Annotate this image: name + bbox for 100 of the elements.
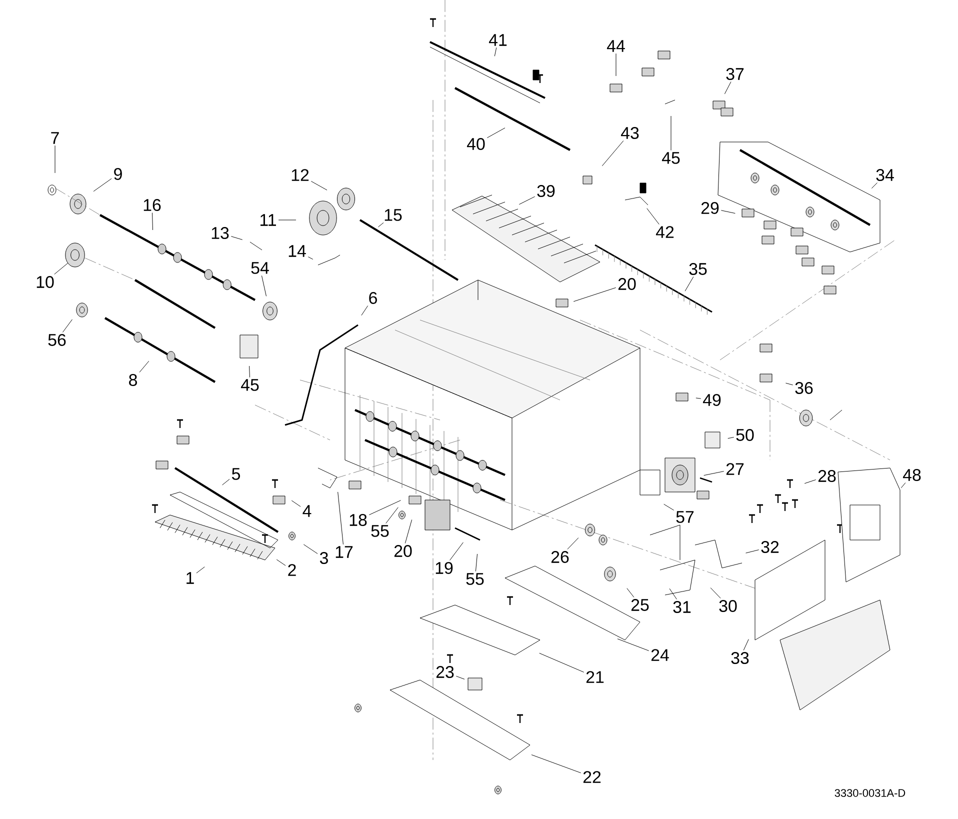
leader-line — [710, 588, 721, 598]
callout-number: 26 — [551, 551, 569, 563]
leader-line — [152, 212, 154, 230]
leader-line — [743, 639, 749, 650]
leader-line — [871, 182, 878, 189]
callout-number: 13 — [212, 227, 229, 239]
callout-number: 15 — [384, 209, 402, 221]
callout-number: 24 — [651, 649, 669, 661]
callout-number: 23 — [436, 666, 454, 678]
leader-line — [291, 500, 301, 507]
callout-number: 12 — [292, 169, 309, 181]
leader-line — [518, 196, 536, 205]
callout-number: 41 — [488, 34, 507, 46]
leader-line — [62, 319, 72, 332]
callout-number: 5 — [232, 468, 240, 480]
callout-number: 34 — [876, 169, 894, 181]
callout-number: 14 — [288, 245, 306, 257]
leader-line — [539, 652, 584, 672]
callout-number: 2 — [288, 564, 296, 576]
callout-number: 45 — [662, 152, 680, 164]
callout-number: 45 — [240, 379, 259, 391]
leader-line — [670, 116, 672, 151]
leader-line — [804, 479, 816, 484]
leader-line — [626, 588, 634, 598]
callout-number: 16 — [144, 199, 161, 211]
callout-number: 4 — [302, 505, 312, 517]
leader-line — [494, 47, 497, 56]
callout-number: 10 — [36, 276, 54, 288]
callout-number: 42 — [656, 226, 674, 238]
leader-line — [378, 222, 384, 228]
leader-line — [196, 566, 205, 574]
callout-number: 39 — [537, 185, 555, 197]
callout-number: 30 — [719, 600, 737, 612]
leader-line — [664, 504, 674, 510]
leader-line — [456, 676, 465, 680]
leader-line — [720, 210, 736, 214]
callout-number: 20 — [394, 545, 412, 557]
leader-line — [303, 544, 318, 554]
callout-number: 17 — [336, 546, 353, 558]
callout-number: 7 — [51, 132, 59, 144]
callout-number: 40 — [466, 138, 485, 150]
leader-line — [602, 140, 624, 166]
leader-line — [900, 482, 906, 488]
leader-line — [669, 588, 677, 600]
callout-number: 55 — [371, 525, 389, 537]
callout-number: 56 — [48, 334, 66, 346]
leader-line — [704, 471, 724, 476]
leader-line — [646, 208, 660, 225]
leader-line — [531, 754, 582, 774]
leader-line — [54, 262, 68, 274]
leader-line — [785, 382, 794, 386]
callout-number: 48 — [902, 469, 921, 481]
callout-number: 54 — [251, 262, 269, 274]
callout-number: 8 — [129, 374, 137, 386]
leader-line — [93, 178, 112, 192]
leader-line — [573, 287, 616, 302]
callout-number: 33 — [731, 652, 749, 664]
callout-number: 25 — [631, 599, 649, 611]
figure-number: 3330-0031A-D — [834, 789, 906, 797]
callout-number: 18 — [350, 514, 367, 526]
leader-line — [368, 500, 401, 516]
callout-number: 11 — [260, 214, 276, 226]
leader-line — [404, 519, 412, 544]
leader-line — [310, 180, 328, 190]
callout-number: 3 — [320, 552, 328, 564]
callout-number: 31 — [673, 601, 691, 613]
callout-number: 20 — [618, 278, 636, 290]
leader-line — [475, 554, 478, 572]
leader-line — [338, 492, 344, 545]
leader-line — [567, 538, 579, 550]
callout-number: 49 — [702, 394, 721, 406]
leader-line — [450, 542, 464, 560]
leader-line — [617, 638, 650, 651]
callout-number: 22 — [583, 771, 601, 783]
leader-line — [249, 366, 250, 378]
leader-line — [139, 360, 150, 373]
leader-line — [724, 82, 732, 94]
leader-line — [230, 236, 243, 240]
leader-line — [54, 145, 56, 174]
callout-number: 6 — [369, 292, 377, 304]
leader-line — [308, 256, 314, 260]
callout-number: 27 — [726, 463, 744, 475]
callout-number: 9 — [114, 168, 122, 180]
callout-number: 44 — [606, 40, 625, 52]
leader-line — [361, 305, 368, 316]
callout-number: 43 — [620, 127, 639, 139]
callout-number: 19 — [436, 562, 453, 574]
callout-number: 29 — [701, 202, 719, 214]
leader-line — [728, 436, 734, 439]
leader-line — [746, 550, 760, 554]
leader-line — [696, 398, 702, 399]
leader-line — [486, 128, 506, 138]
callout-number: 1 — [186, 572, 194, 584]
leader-line — [386, 507, 398, 524]
callout-number: 21 — [586, 671, 604, 683]
callout-number: 37 — [726, 68, 744, 80]
callout-number: 57 — [676, 511, 694, 523]
callout-number: 28 — [818, 470, 836, 482]
callout-number: 35 — [689, 263, 707, 275]
leader-line — [261, 275, 267, 296]
